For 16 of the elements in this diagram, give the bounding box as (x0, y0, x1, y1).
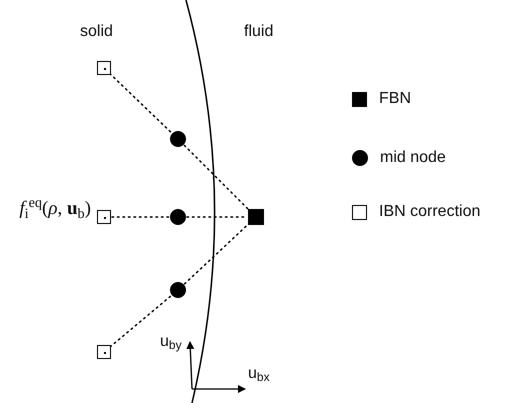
formula: f$_{i}$$^{eq}$(ρ, u$_{b}$) (19, 195, 91, 224)
dotted-line (109, 295, 172, 348)
legend-label: FBN (379, 89, 411, 109)
ibn-square (97, 345, 111, 359)
region-label: solid (80, 22, 113, 42)
legend-label: IBN correction (379, 202, 480, 222)
ibn-square (97, 210, 111, 224)
ibn-square (97, 61, 111, 75)
dotted-line (109, 72, 172, 134)
dotted-line (184, 144, 250, 212)
dotted-line (111, 216, 170, 218)
legend-label: mid node (380, 148, 446, 168)
fbn-square (248, 209, 264, 225)
axis-label: u$_{bx}$ (248, 364, 270, 386)
region-label: fluid (244, 22, 274, 42)
axis-label: u$_{by}$ (160, 332, 182, 354)
